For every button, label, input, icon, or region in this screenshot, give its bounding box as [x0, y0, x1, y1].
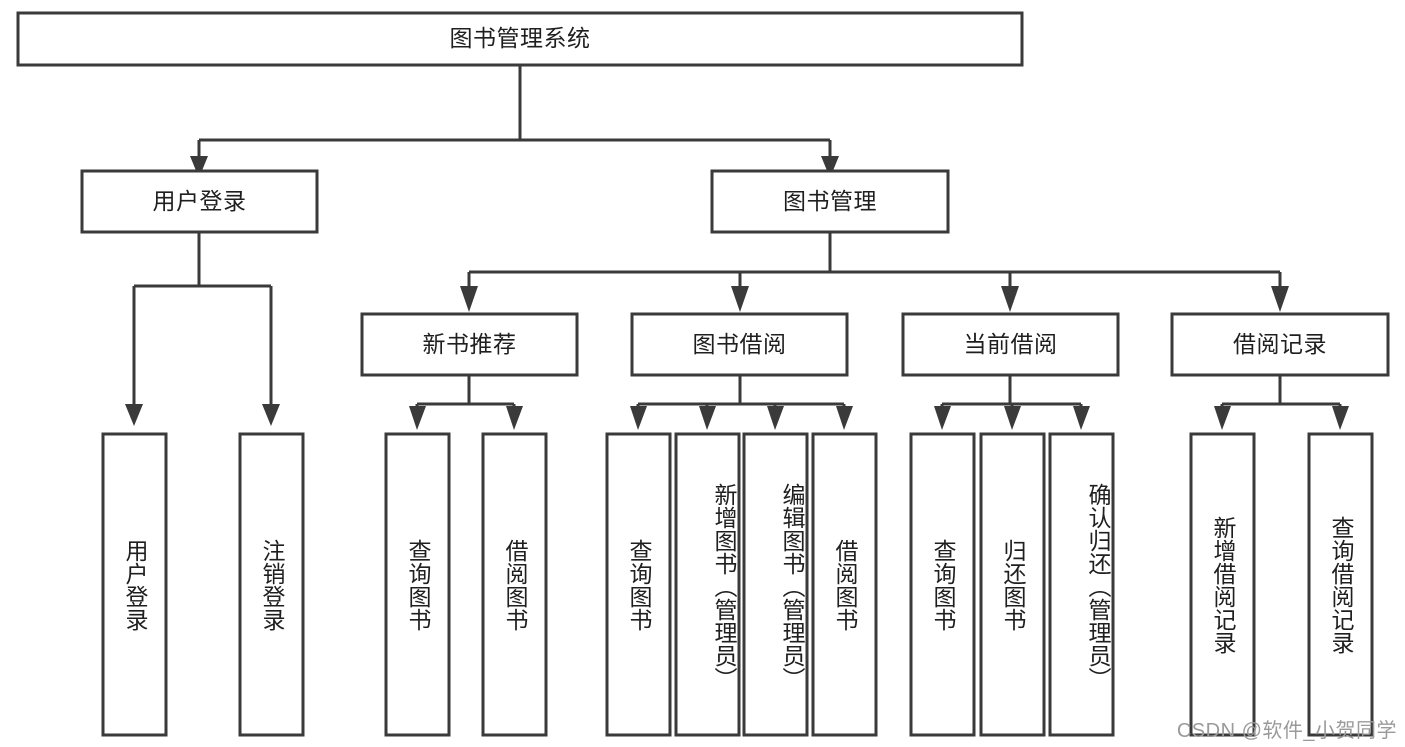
node-box-leaf-query-book-1[interactable]	[384, 432, 451, 737]
node-box-leaf-confirm-return-admin[interactable]	[1048, 432, 1115, 737]
arrow-to-record	[1271, 286, 1289, 312]
arrow-to-leaf12	[1332, 406, 1349, 430]
csdn-watermark: CSDN @软件_小贺同学	[1176, 720, 1397, 742]
node-box-leaf-return-book[interactable]	[979, 432, 1046, 737]
node-box-root[interactable]	[16, 11, 1024, 67]
node-box-leaf-user-login[interactable]	[101, 432, 168, 737]
arrow-to-leaf0	[125, 404, 143, 426]
arrow-to-user-login	[190, 156, 208, 178]
node-box-leaf-add-book-admin[interactable]	[674, 432, 741, 737]
arrow-to-leaf6	[767, 406, 784, 430]
arrow-to-newbook	[460, 286, 478, 312]
node-box-leaf-borrow-book-1[interactable]	[481, 432, 548, 737]
node-box-borrow-record[interactable]	[1170, 312, 1390, 377]
arrow-heads	[125, 156, 1349, 430]
arrow-to-leaf2	[409, 406, 426, 430]
node-box-leaf-borrow-book-2[interactable]	[811, 432, 878, 737]
node-boxes	[16, 11, 1390, 737]
node-box-book-management[interactable]	[710, 169, 950, 234]
node-box-leaf-query-book-2[interactable]	[605, 432, 672, 737]
arrow-to-leaf1	[262, 404, 280, 426]
arrow-to-current	[1001, 286, 1019, 312]
node-box-leaf-add-borrow-record[interactable]	[1189, 432, 1256, 737]
node-box-user-login[interactable]	[80, 169, 319, 234]
arrow-to-leaf7	[836, 406, 853, 430]
arrow-to-book-mgmt	[821, 156, 839, 178]
arrow-to-leaf4	[630, 406, 647, 430]
node-box-leaf-logout[interactable]	[238, 432, 305, 737]
node-box-book-borrow[interactable]	[630, 312, 849, 377]
node-box-leaf-query-book-3[interactable]	[909, 432, 976, 737]
node-box-leaf-query-borrow-record[interactable]	[1307, 432, 1374, 737]
arrow-to-leaf8	[934, 406, 951, 430]
arrow-to-leaf5	[699, 406, 716, 430]
arrow-to-leaf9	[1004, 406, 1021, 430]
node-box-new-book-recommend[interactable]	[360, 312, 579, 377]
arrow-to-leaf10	[1073, 406, 1090, 430]
arrow-to-leaf11	[1214, 406, 1231, 430]
arrow-to-leaf3	[506, 406, 523, 430]
node-box-leaf-edit-book-admin[interactable]	[742, 432, 809, 737]
arrow-to-borrow	[731, 286, 749, 312]
node-box-current-borrow[interactable]	[901, 312, 1120, 377]
